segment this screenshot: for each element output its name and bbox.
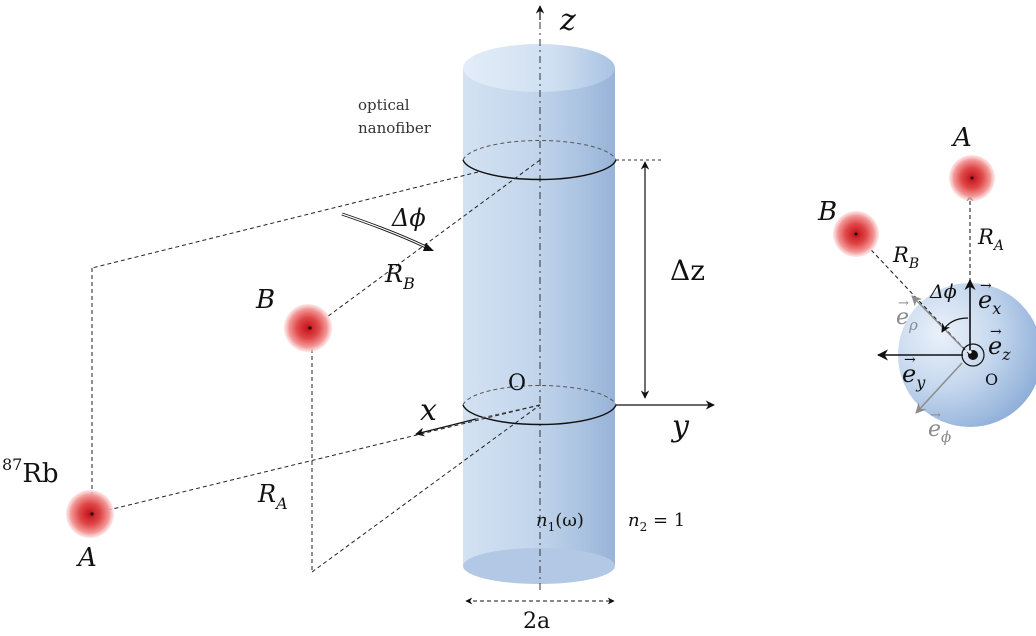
- svg-text:eϕ: eϕ: [928, 417, 951, 446]
- svg-text:ey: ey: [902, 360, 926, 392]
- y-axis-label: y: [670, 409, 690, 444]
- atom-b-center: [308, 326, 312, 330]
- delta-phi-label: Δϕ: [391, 204, 426, 232]
- isotope-label: 87Rb: [2, 455, 59, 489]
- atom-b-label: B: [255, 285, 275, 315]
- atom-a-center: [90, 512, 94, 516]
- inset-e-phi-label: eϕ →: [928, 408, 951, 446]
- inset-atom-a-center: [970, 176, 974, 180]
- fiber-label-line2: nanofiber: [358, 119, 432, 137]
- svg-text:→: →: [898, 296, 909, 311]
- z-axis-label: z: [559, 3, 576, 38]
- svg-text:eρ: eρ: [896, 305, 918, 334]
- diameter-label: 2a: [523, 609, 550, 634]
- e-z-out-of-page-icon: [961, 343, 985, 367]
- svg-text:→: →: [990, 324, 1002, 340]
- inset-e-rho-label: eρ →: [896, 296, 918, 334]
- inset-fiber-cross-section: [898, 283, 1036, 427]
- delta-z-dimension: [616, 159, 662, 399]
- fiber-label-line1: optical: [358, 96, 410, 114]
- inset-r-a-label: RA: [977, 225, 1004, 254]
- r-b-label: RB: [384, 260, 415, 293]
- inset-origin-label: O: [985, 370, 998, 389]
- delta-z-label: Δz: [670, 254, 705, 287]
- n2-label: n2 = 1: [628, 510, 685, 534]
- optical-nanofiber-cylinder: [463, 44, 615, 584]
- inset-e-x-label: ex →: [978, 278, 1001, 318]
- origin-label: O: [508, 371, 526, 396]
- delta-phi-arrow: [341, 212, 434, 251]
- atom-a-label: A: [76, 543, 97, 573]
- svg-text:→: →: [930, 408, 941, 423]
- r-a-label: RA: [257, 480, 288, 513]
- inset-atom-a-label: A: [951, 123, 972, 153]
- lower-ring: [462, 385, 617, 426]
- n1-label: n1(ω): [536, 510, 584, 534]
- svg-text:→: →: [904, 352, 916, 368]
- atom-a: [66, 490, 114, 538]
- atom-b: [284, 304, 332, 352]
- inset-top-view: [857, 194, 1036, 427]
- inset-e-z-label: ez →: [988, 324, 1011, 364]
- upper-ring: [462, 140, 617, 181]
- x-axis-label: x: [420, 393, 437, 428]
- inset-r-b-label: RB: [892, 243, 919, 272]
- inset-e-y-label: ey →: [902, 352, 926, 392]
- inset-atom-b-label: B: [817, 197, 837, 227]
- svg-text:ez: ez: [988, 332, 1011, 364]
- svg-text:→: →: [980, 278, 992, 294]
- svg-text:ex: ex: [978, 286, 1001, 318]
- inset-delta-phi-label: Δϕ: [929, 281, 957, 303]
- inset-atom-b-center: [854, 232, 858, 236]
